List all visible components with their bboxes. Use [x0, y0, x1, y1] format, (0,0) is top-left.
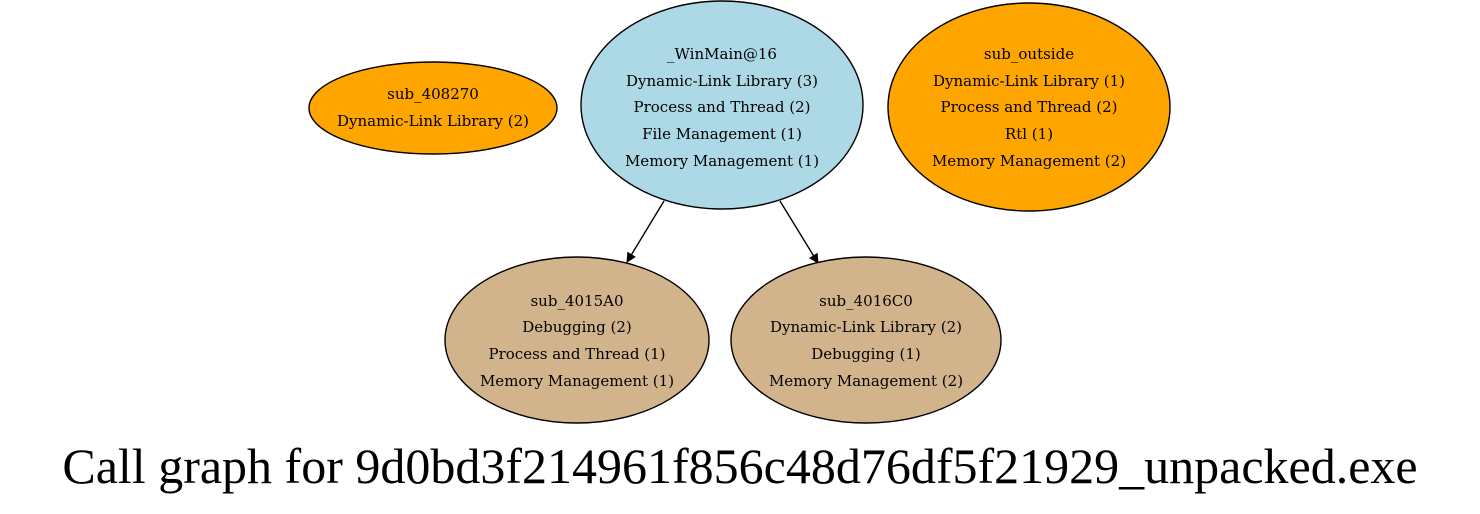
edge-winmain-to-sub-4016c0 [779, 200, 819, 264]
node-sub-outside-line-3: Rtl (1) [1005, 125, 1053, 143]
node-sub-4016c0-name: sub_4016C0 [819, 292, 913, 310]
node-sub-4016c0-line-3: Memory Management (2) [769, 372, 963, 390]
node-sub-outside-line-2: Process and Thread (2) [941, 98, 1118, 116]
node-sub-4015a0-line-2: Process and Thread (1) [489, 345, 666, 363]
node-sub-4015a0-line-1: Debugging (2) [522, 318, 631, 336]
node-winmain-line-2: Process and Thread (2) [634, 98, 811, 116]
node-sub-4016c0-shape [730, 256, 1002, 424]
node-winmain-shape [580, 0, 864, 210]
node-sub-outside[interactable]: sub_outside Dynamic-Link Library (1) Pro… [887, 2, 1171, 212]
graph-title: Call graph for 9d0bd3f214961f856c48d76df… [62, 438, 1418, 494]
node-sub-4016c0[interactable]: sub_4016C0 Dynamic-Link Library (2) Debu… [730, 256, 1002, 424]
node-sub-408270[interactable]: sub_408270 Dynamic-Link Library (2) [308, 61, 558, 155]
node-sub-outside-line-4: Memory Management (2) [932, 152, 1126, 170]
node-sub-4015a0-name: sub_4015A0 [530, 292, 623, 310]
edge-winmain-to-sub-4015a0 [626, 200, 665, 263]
node-winmain-line-4: Memory Management (1) [625, 152, 819, 170]
node-sub-4016c0-line-1: Dynamic-Link Library (2) [770, 318, 962, 336]
node-sub-outside-name: sub_outside [984, 45, 1074, 63]
node-sub-outside-shape [887, 2, 1171, 212]
node-winmain-name: _WinMain@16 [667, 45, 777, 63]
node-sub-4016c0-line-2: Debugging (1) [811, 345, 920, 363]
node-winmain[interactable]: _WinMain@16 Dynamic-Link Library (3) Pro… [580, 0, 864, 210]
node-sub-4015a0-shape [444, 256, 710, 424]
node-sub-408270-shape [308, 61, 558, 155]
node-sub-4015a0-line-3: Memory Management (1) [480, 372, 674, 390]
node-sub-408270-line-1: Dynamic-Link Library (2) [337, 112, 529, 130]
node-winmain-line-3: File Management (1) [642, 125, 802, 143]
node-sub-4015a0[interactable]: sub_4015A0 Debugging (2) Process and Thr… [444, 256, 710, 424]
node-winmain-line-1: Dynamic-Link Library (3) [626, 72, 818, 90]
node-sub-outside-line-1: Dynamic-Link Library (1) [933, 72, 1125, 90]
node-sub-408270-name: sub_408270 [387, 85, 479, 103]
